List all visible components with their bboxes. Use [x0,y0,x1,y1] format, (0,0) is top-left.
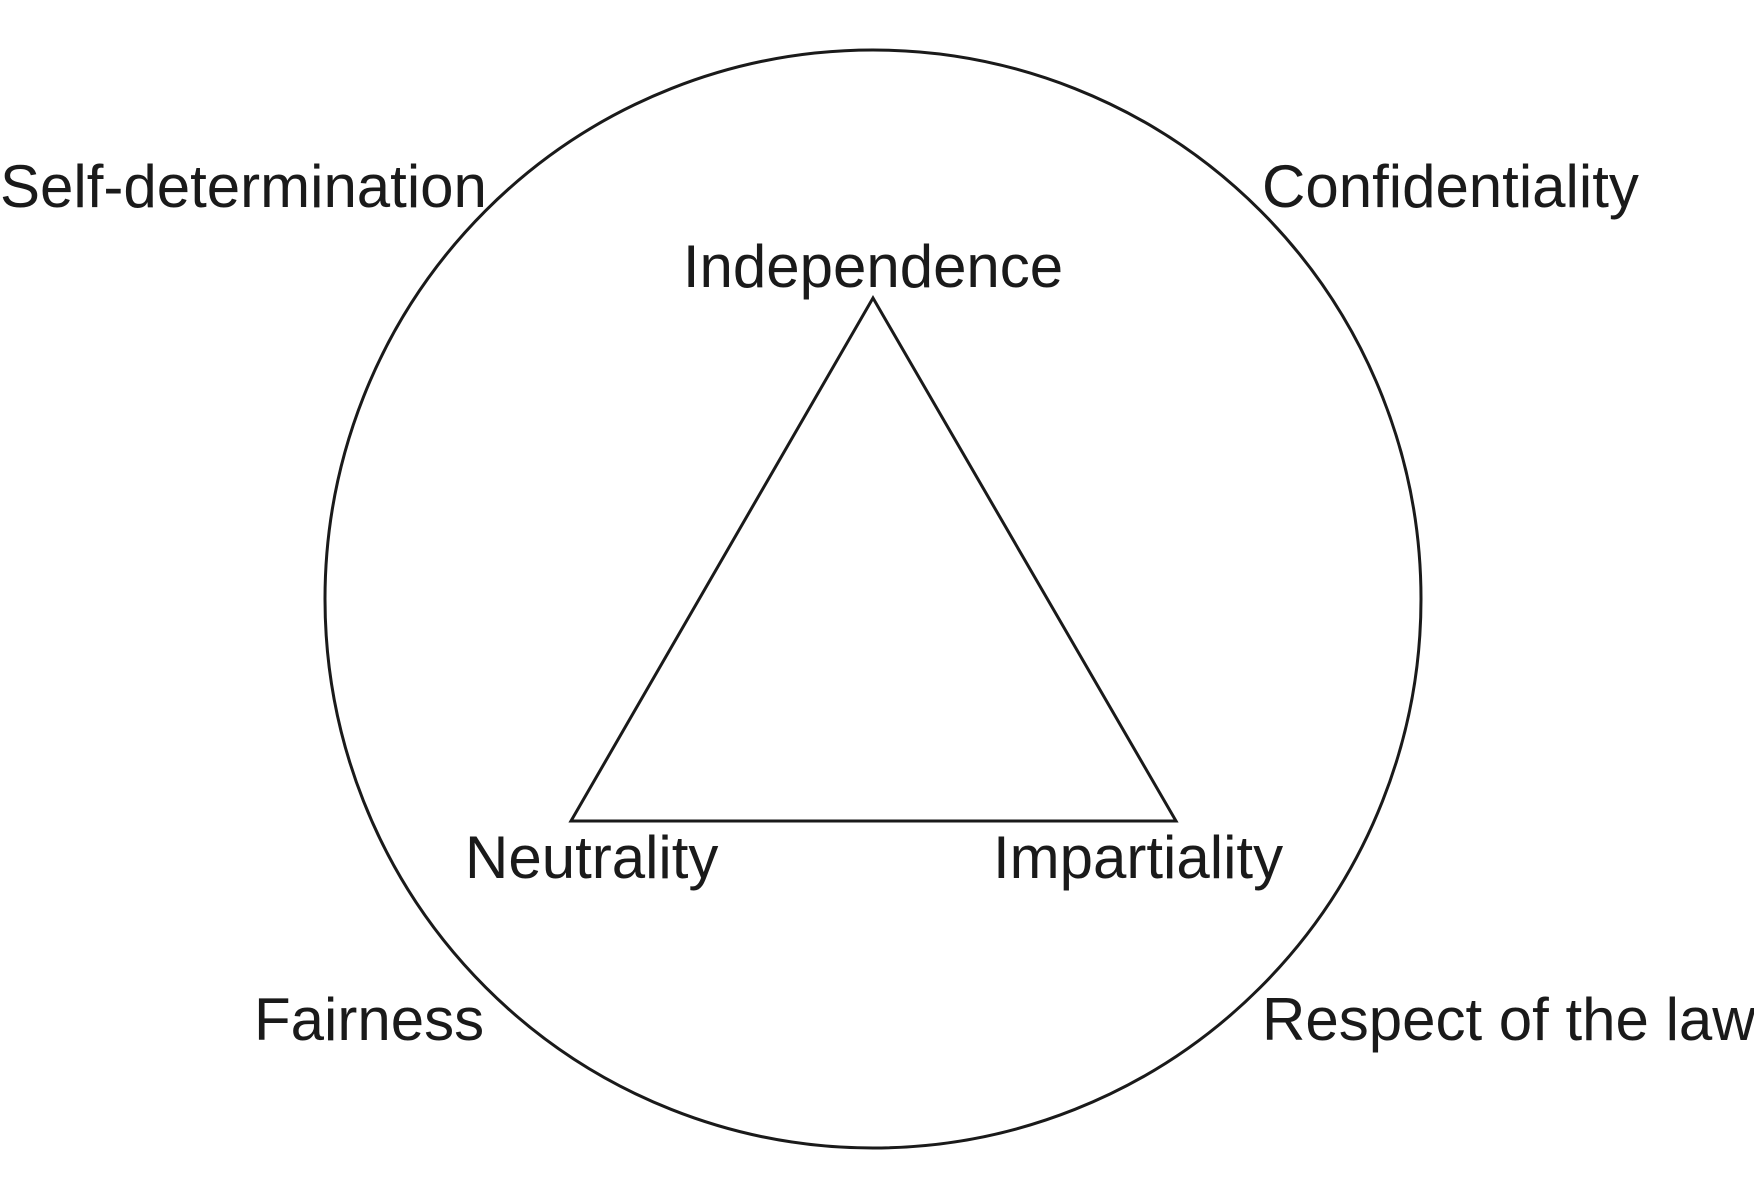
label-respect-of-the-law: Respect of the law [1262,986,1754,1053]
outer-circle [323,48,1423,1150]
core-triangle [568,295,1179,823]
label-confidentiality: Confidentiality [1262,153,1639,220]
label-independence: Independence [683,233,1063,300]
label-fairness: Fairness [254,986,484,1053]
label-neutrality: Neutrality [465,824,718,891]
label-self-determination: Self-determination [0,153,487,220]
label-impartiality: Impartiality [993,824,1283,891]
